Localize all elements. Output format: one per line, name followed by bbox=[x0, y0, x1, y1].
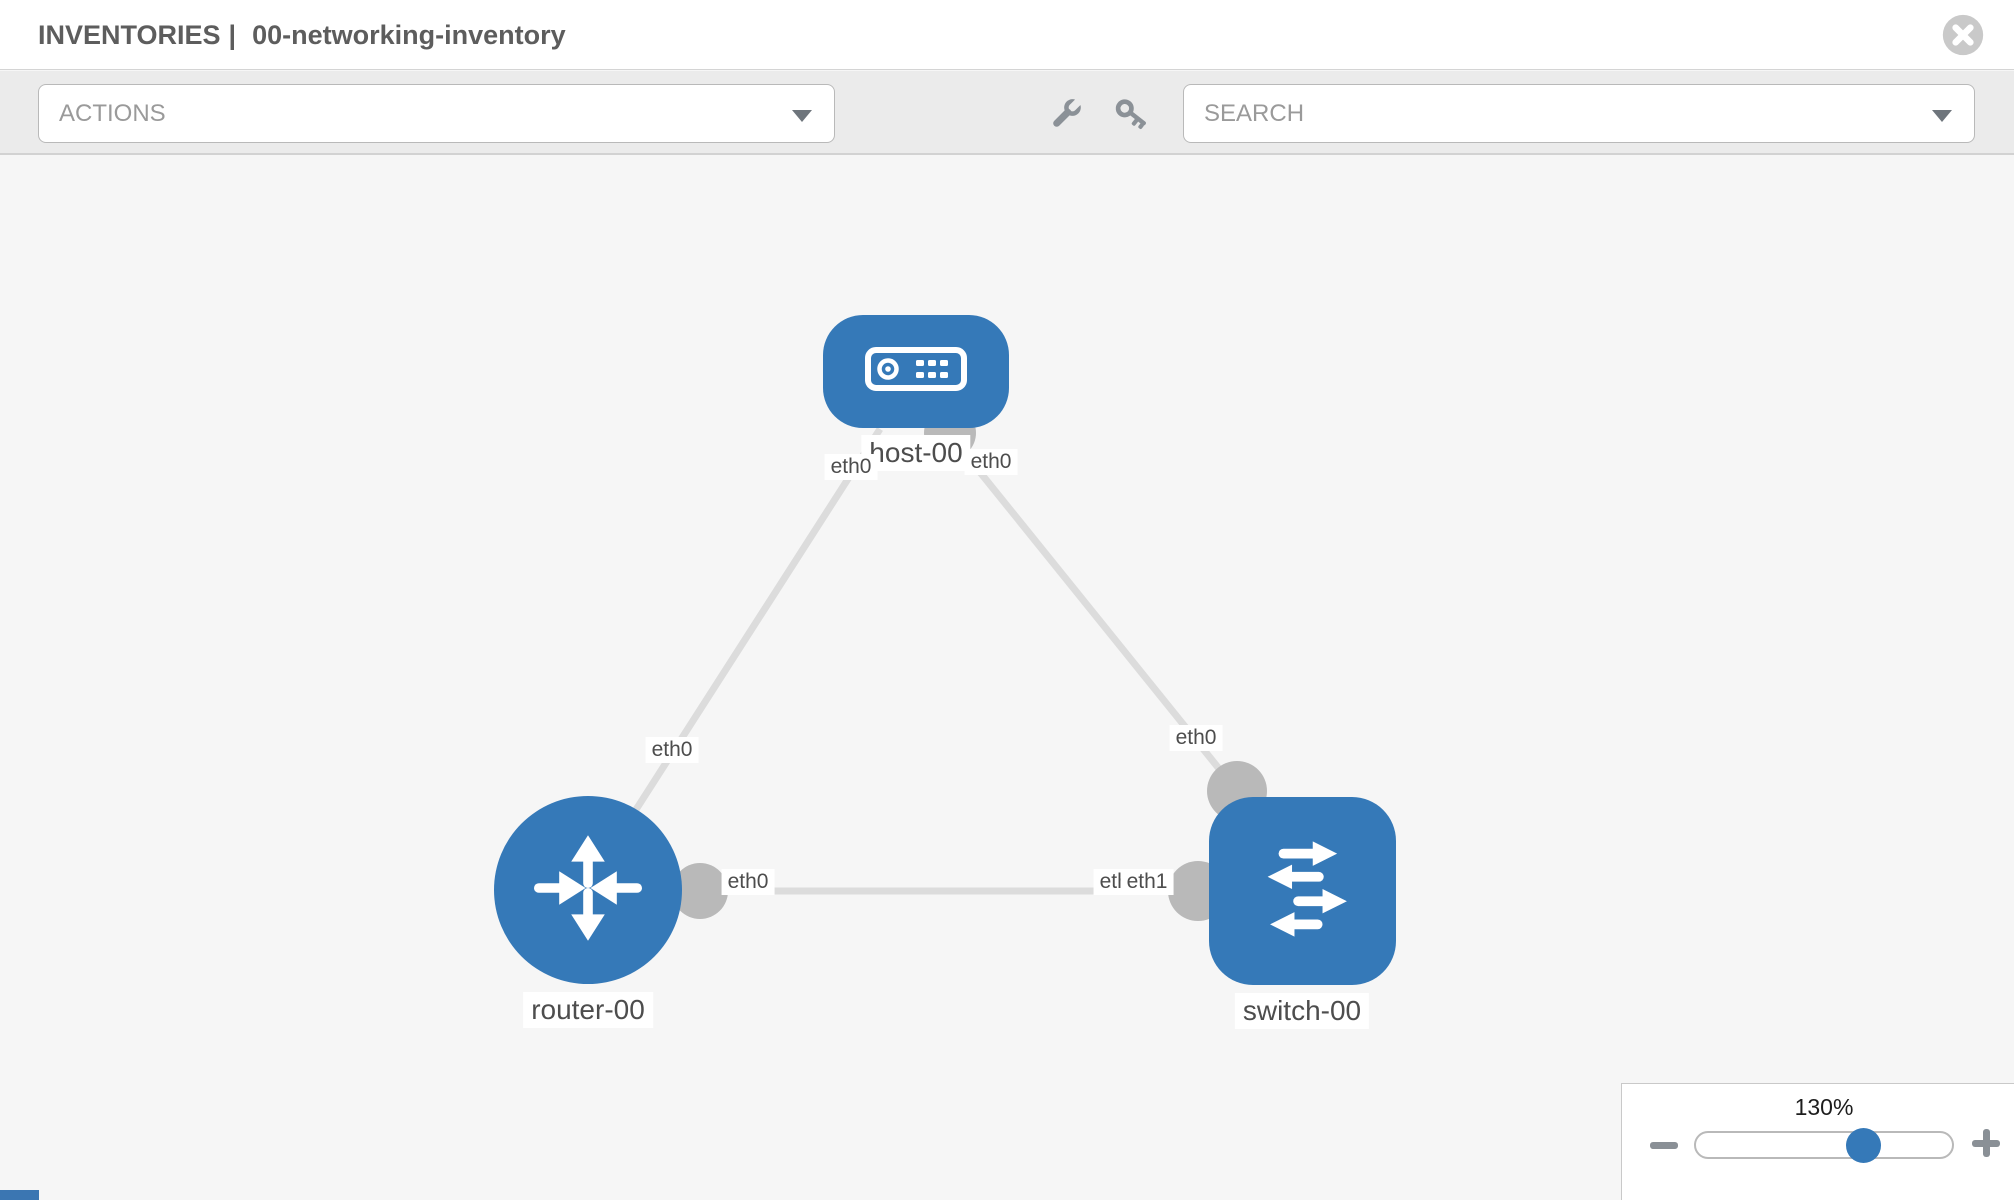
topology-links-layer bbox=[627, 407, 1267, 921]
zoom-slider-track[interactable] bbox=[1694, 1131, 1954, 1159]
close-icon bbox=[1941, 14, 1985, 61]
toolbar: ACTIONS SEARCH bbox=[0, 71, 2014, 155]
zoom-in-button[interactable] bbox=[1971, 1128, 2001, 1158]
bottom-left-partial-element bbox=[0, 1190, 39, 1200]
node-host-00[interactable] bbox=[823, 315, 1009, 428]
node-label-host: host-00 bbox=[861, 435, 971, 471]
switch-icon bbox=[1242, 828, 1364, 955]
port-label-switch-link-eth0: eth0 bbox=[1169, 725, 1223, 751]
port-label-host-eth0-left: eth0 bbox=[824, 454, 878, 480]
zoom-panel: 130% bbox=[1621, 1083, 2014, 1200]
actions-dropdown[interactable]: ACTIONS bbox=[38, 84, 835, 143]
port-label-router-link-eth0: eth0 bbox=[645, 737, 699, 763]
page-title-separator: | bbox=[228, 20, 237, 50]
host-icon bbox=[864, 346, 968, 397]
close-button[interactable] bbox=[1941, 13, 1985, 57]
zoom-level-value: 130% bbox=[1794, 1094, 1854, 1120]
zoom-out-button[interactable] bbox=[1650, 1142, 1678, 1149]
page-title: INVENTORIES| 00-networking-inventory bbox=[38, 0, 574, 70]
node-router-00[interactable] bbox=[494, 796, 682, 984]
node-switch-00[interactable] bbox=[1209, 797, 1396, 985]
page-title-section: INVENTORIES bbox=[38, 20, 221, 50]
plus-icon bbox=[1983, 1129, 1990, 1157]
port-label-router-eth0: eth0 bbox=[721, 869, 775, 895]
search-dropdown[interactable]: SEARCH bbox=[1183, 84, 1975, 143]
node-label-switch: switch-00 bbox=[1234, 993, 1370, 1029]
zoom-slider-thumb[interactable] bbox=[1846, 1128, 1881, 1163]
page-title-inventory-name: 00-networking-inventory bbox=[252, 20, 566, 50]
chevron-down-icon bbox=[792, 110, 812, 122]
port-label-switch-eth1: eth1 bbox=[1120, 869, 1174, 895]
connector-router-right[interactable] bbox=[672, 863, 728, 919]
key-icon[interactable] bbox=[1112, 94, 1152, 134]
wrench-icon[interactable] bbox=[1046, 94, 1086, 134]
search-placeholder: SEARCH bbox=[1204, 99, 1305, 127]
node-label-router: router-00 bbox=[523, 992, 653, 1028]
page-header: INVENTORIES| 00-networking-inventory bbox=[0, 0, 2014, 70]
port-label-host-eth0-right: eth0 bbox=[964, 449, 1018, 475]
actions-dropdown-label: ACTIONS bbox=[59, 99, 166, 127]
topology-canvas[interactable] bbox=[0, 157, 2014, 1200]
chevron-down-icon bbox=[1932, 110, 1952, 122]
router-icon bbox=[528, 828, 648, 953]
